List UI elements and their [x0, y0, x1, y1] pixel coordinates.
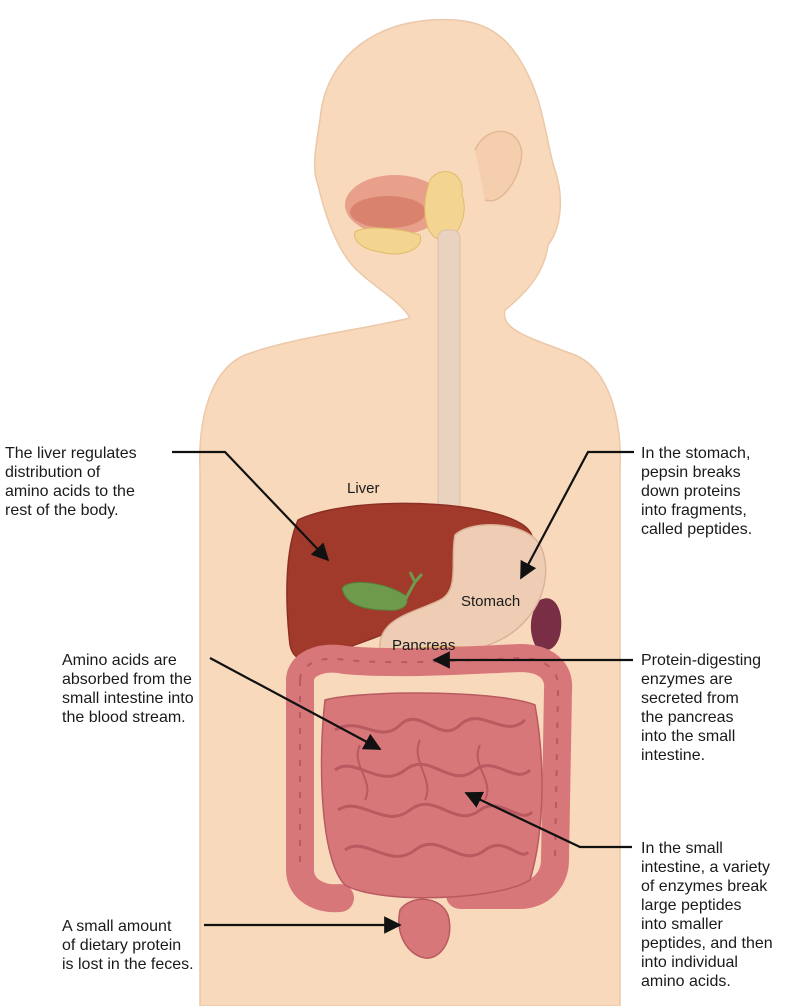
ear — [474, 130, 523, 202]
small-intestine-leader-line — [464, 791, 632, 849]
spleen — [530, 598, 562, 651]
tongue — [350, 196, 426, 228]
large-intestine — [286, 643, 573, 913]
rectum — [398, 898, 451, 959]
liver-label: Liver — [347, 480, 380, 497]
small-intestine — [320, 692, 543, 899]
liver-annotation: The liver regulates distribution of amin… — [5, 445, 137, 519]
absorption-annotation: Amino acids are absorbed from the small … — [62, 652, 194, 726]
feces-annotation: A small amount of dietary protein is los… — [62, 918, 194, 973]
bile-duct — [403, 571, 424, 601]
stomach-annotation: In the stomach, pepsin breaks down prote… — [641, 445, 753, 538]
stomach-leader-line — [520, 450, 634, 580]
leader-lines — [172, 450, 634, 934]
pancreas-annotation: Protein-digesting enzymes are secreted f… — [641, 652, 762, 764]
salivary-gland-parotid — [424, 171, 465, 241]
pancreas-label: Pancreas — [392, 637, 456, 654]
small-intestine-annotation: In the small intestine, a variety of enz… — [641, 840, 773, 990]
liver-leader-line — [172, 450, 330, 562]
salivary-gland-lower — [354, 227, 422, 255]
absorption-leader-line — [209, 657, 382, 750]
gallbladder — [341, 581, 408, 611]
esophagus — [437, 229, 461, 541]
stomach-label: Stomach — [461, 593, 521, 610]
mouth-region — [345, 171, 465, 255]
